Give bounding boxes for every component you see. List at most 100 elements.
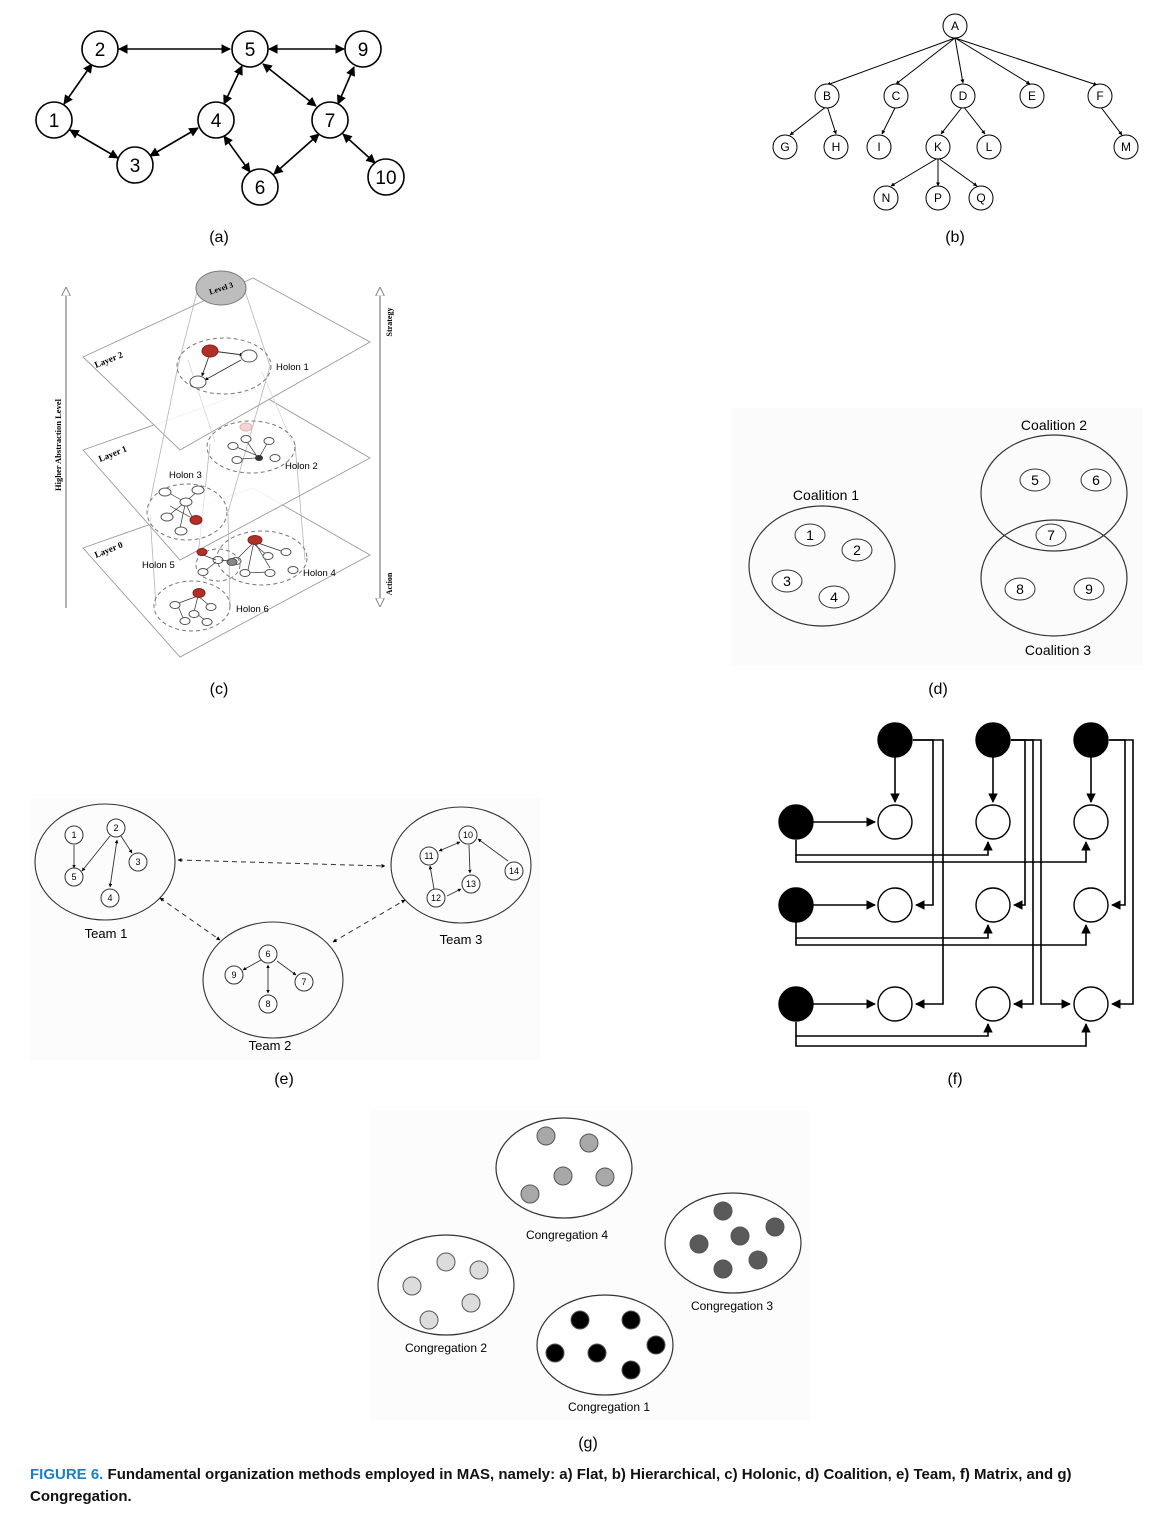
member-c1-6 <box>621 1360 641 1380</box>
panel-b-edges <box>789 37 1123 187</box>
figure-caption-text: Fundamental organization methods employe… <box>30 1466 1072 1505</box>
node-b-K-label: K <box>934 140 942 154</box>
congregation-2-circle <box>377 1234 515 1336</box>
team-1-label: Team 1 <box>85 926 128 941</box>
figure-caption: FIGURE 6. Fundamental organization metho… <box>30 1464 1140 1508</box>
node-b-I <box>866 134 892 160</box>
node-d-1 <box>794 523 826 547</box>
node-e-1-label: 1 <box>71 830 76 840</box>
node-b-A <box>942 13 968 39</box>
member-c3-2 <box>765 1217 785 1237</box>
panel-d-coalition: 1 2 3 4 5 6 7 8 9 Coalition 1 Coalition … <box>733 408 1143 698</box>
member-c4-5 <box>520 1184 540 1204</box>
congregation-3-members <box>689 1201 785 1279</box>
congregation-3-circle <box>664 1192 802 1294</box>
figure-canvas: 2 5 9 1 4 7 3 6 10 (a) <box>34 13 1143 1452</box>
panel-g-congregation: Congregation 4 Congregation 3 Congregati… <box>370 1110 810 1452</box>
node-d-3 <box>771 569 803 593</box>
holon-5-label: Holon 5 <box>142 560 175 571</box>
node-b-K <box>925 134 951 160</box>
member-c4-3 <box>553 1166 573 1186</box>
node-a-3 <box>116 146 154 184</box>
node-b-M <box>1113 134 1139 160</box>
team-3-label: Team 3 <box>440 932 483 947</box>
member-c4-4 <box>595 1167 615 1187</box>
panel-a-flat: 2 5 9 1 4 7 3 6 10 (a) <box>35 30 405 246</box>
node-e-10 <box>458 825 478 845</box>
coalition-2-circle <box>980 434 1128 552</box>
panel-b-nodes <box>772 13 1139 211</box>
node-e-12 <box>426 888 446 908</box>
member-c2-1 <box>436 1252 456 1272</box>
node-b-P-label: P <box>934 191 942 205</box>
coalition-2-label: Coalition 2 <box>1021 417 1087 433</box>
node-b-Q-label: Q <box>976 191 985 205</box>
worker-1-3 <box>1073 804 1109 840</box>
node-a-6-label: 6 <box>255 178 266 199</box>
panel-g-label: (g) <box>578 1435 598 1452</box>
panel-f-label: (f) <box>947 1071 962 1088</box>
panel-a-nodes <box>35 30 405 206</box>
node-b-N-label: N <box>882 191 891 205</box>
node-a-6 <box>241 168 279 206</box>
member-c3-4 <box>689 1234 709 1254</box>
worker-1-2 <box>975 804 1011 840</box>
panel-b-hierarchical: A B C D E F G H I K L M N P Q (b) <box>772 13 1139 246</box>
node-b-Q <box>968 185 994 211</box>
worker-2-2 <box>975 887 1011 923</box>
node-d-5-label: 5 <box>1031 472 1039 488</box>
node-e-8-label: 8 <box>265 999 270 1009</box>
layer-2-plane <box>82 277 371 451</box>
panel-a-label: (a) <box>209 229 229 246</box>
node-d-2-label: 2 <box>853 542 861 558</box>
congregation-1-members <box>545 1310 666 1380</box>
node-d-8 <box>1004 577 1036 601</box>
holon-2-label: Holon 2 <box>285 461 318 472</box>
node-d-4 <box>818 585 850 609</box>
node-d-6 <box>1080 468 1112 492</box>
panel-b-label: (b) <box>945 229 965 246</box>
worker-3-3 <box>1073 986 1109 1022</box>
node-e-4-label: 4 <box>107 893 112 903</box>
level-3-node <box>195 270 247 306</box>
row-manager-2 <box>778 887 814 923</box>
column-manager-1 <box>877 722 913 758</box>
node-e-8 <box>258 994 278 1014</box>
node-e-9-label: 9 <box>231 970 236 980</box>
panel-e-label: (e) <box>274 1071 294 1088</box>
node-b-P <box>925 185 951 211</box>
panel-c-label: (c) <box>210 681 229 698</box>
member-c3-5 <box>748 1250 768 1270</box>
member-c3-3 <box>730 1226 750 1246</box>
node-e-6-label: 6 <box>265 949 270 959</box>
node-e-3 <box>128 852 148 872</box>
matrix-connections <box>795 739 1134 1047</box>
holon-6 <box>153 580 231 632</box>
node-e-13 <box>461 874 481 894</box>
node-b-L-label: L <box>986 140 993 154</box>
coalition-1-circle <box>748 505 896 627</box>
holon-5 <box>195 548 241 582</box>
node-d-9-label: 9 <box>1085 581 1093 597</box>
node-b-G-label: G <box>780 140 789 154</box>
node-b-C-label: C <box>892 89 901 103</box>
node-e-4 <box>100 888 120 908</box>
axis-higher-abstraction: Higher Abstraction Level <box>53 398 63 491</box>
node-e-13-label: 13 <box>466 879 476 889</box>
node-a-4 <box>197 101 235 139</box>
node-b-D-label: D <box>959 89 968 103</box>
node-b-G <box>772 134 798 160</box>
node-d-9 <box>1073 577 1105 601</box>
node-b-H-label: H <box>832 140 841 154</box>
node-d-7-label: 7 <box>1047 527 1055 543</box>
coalition-3-circle <box>980 519 1128 637</box>
member-c4-1 <box>536 1126 556 1146</box>
holon-6-label: Holon 6 <box>236 604 269 615</box>
node-a-7 <box>311 101 349 139</box>
node-a-1-label: 1 <box>49 111 60 132</box>
node-e-12-label: 12 <box>431 893 441 903</box>
congregation-4-members <box>520 1126 615 1204</box>
node-a-7-label: 7 <box>325 111 336 132</box>
congregation-2-members <box>402 1252 489 1330</box>
node-d-1-label: 1 <box>806 527 814 543</box>
